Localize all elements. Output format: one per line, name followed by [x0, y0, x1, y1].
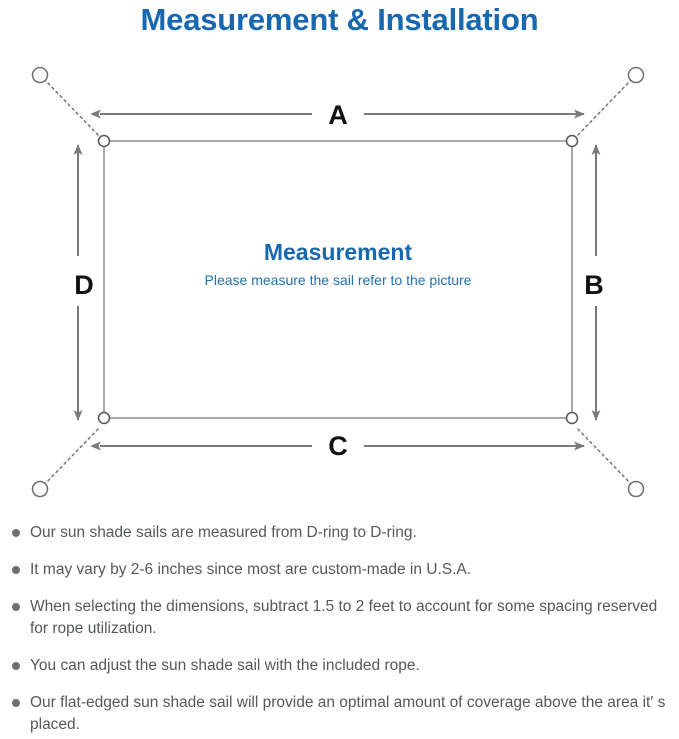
anchor-top-right-icon: [627, 66, 645, 84]
bullet-icon: [12, 603, 20, 611]
rope-line-top-right: [575, 78, 633, 138]
note-text: Our sun shade sails are measured from D-…: [30, 524, 417, 541]
notes-list: Our sun shade sails are measured from D-…: [0, 522, 679, 736]
list-item: It may vary by 2-6 inches since most are…: [0, 559, 679, 581]
rope-line-bottom-right: [575, 426, 633, 486]
note-text: Our flat-edged sun shade sail will provi…: [30, 694, 666, 733]
bullet-icon: [12, 529, 20, 537]
sail-body: [103, 140, 573, 419]
diagram-svg: [31, 66, 645, 498]
page-title: Measurement & Installation: [140, 2, 539, 37]
anchor-points: [31, 66, 645, 498]
bullet-icon: [12, 662, 20, 670]
d-ring-top-right-icon: [565, 134, 579, 148]
bullet-icon: [12, 566, 20, 574]
list-item: Our sun shade sails are measured from D-…: [0, 522, 679, 544]
rope-line-bottom-left: [43, 426, 101, 486]
note-text: You can adjust the sun shade sail with t…: [30, 657, 420, 674]
d-ring-bottom-left-icon: [97, 411, 111, 425]
bullet-icon: [12, 699, 20, 707]
d-ring-top-left-icon: [97, 134, 111, 148]
d-ring-bottom-right-icon: [565, 411, 579, 425]
sail-measurement-diagram: Measurement Please measure the sail refe…: [0, 48, 679, 518]
list-item: You can adjust the sun shade sail with t…: [0, 655, 679, 677]
note-text: When selecting the dimensions, subtract …: [30, 598, 658, 637]
anchor-bottom-left-icon: [31, 480, 49, 498]
list-item: When selecting the dimensions, subtract …: [0, 596, 679, 640]
rope-lines: [43, 78, 633, 486]
list-item: Our flat-edged sun shade sail will provi…: [0, 692, 679, 736]
note-text: It may vary by 2-6 inches since most are…: [30, 561, 472, 578]
anchor-top-left-icon: [31, 66, 49, 84]
d-rings: [97, 134, 579, 425]
anchor-bottom-right-icon: [627, 480, 645, 498]
rope-line-top-left: [43, 78, 101, 138]
